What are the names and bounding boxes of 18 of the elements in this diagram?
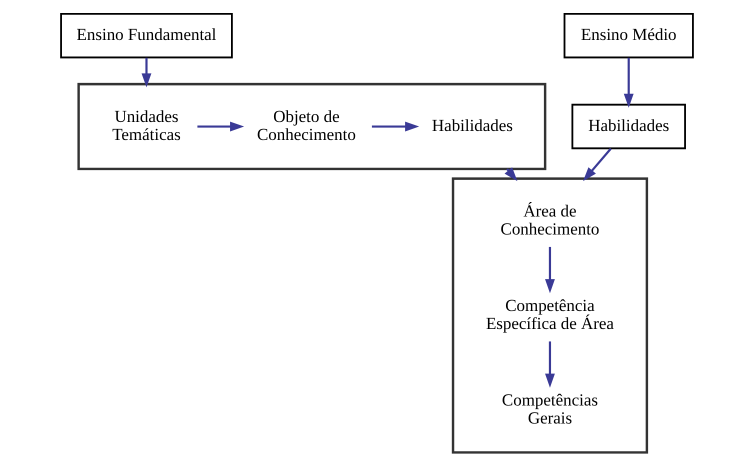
node-text: Competência Específica de Área [486,295,614,333]
arrow [545,340,555,388]
arrow [545,246,555,293]
node-box: Ensino Fundamental [60,12,233,58]
cluster [452,176,648,454]
node-text: Área de Conhecimento [500,200,600,238]
arrow [142,57,152,87]
node-text: Objeto de Conhecimento [256,106,356,144]
arrow [583,147,612,181]
node-box: Ensino Médio [564,12,694,58]
node-text: Unidades Temáticas [112,106,181,144]
node-text: Competências Gerais [502,390,598,428]
arrow [372,121,420,131]
node-text: Habilidades [432,116,513,135]
cluster [77,82,546,170]
arrow [197,121,244,131]
arrow [624,57,634,108]
node-box: Habilidades [571,103,686,149]
